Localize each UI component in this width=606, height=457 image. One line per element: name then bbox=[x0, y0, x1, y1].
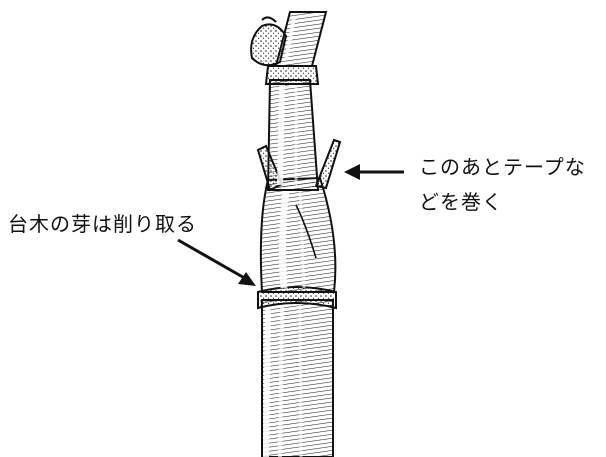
rootstock-bud-label: 台木の芽は削り取る bbox=[8, 208, 197, 237]
arrow-rootstock bbox=[178, 240, 256, 286]
graft-zone bbox=[261, 178, 336, 292]
arrow-tape bbox=[344, 164, 404, 180]
rootstock-stem bbox=[262, 300, 333, 457]
tape-label-line1: このあとテープな bbox=[419, 151, 586, 180]
scion-bud bbox=[251, 17, 286, 65]
tape-label-line2: どを巻く bbox=[419, 186, 503, 215]
